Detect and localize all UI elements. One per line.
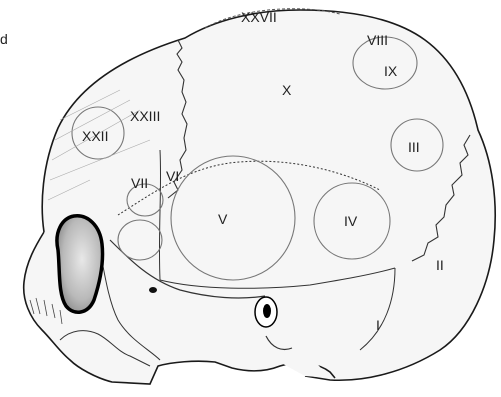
orbit (57, 216, 103, 312)
label-viii: VIII (367, 32, 388, 48)
label-xxii: XXII (82, 128, 108, 144)
label-vi: VI (166, 168, 179, 184)
label-xxvii: XXVII (241, 9, 277, 25)
label-i: I (376, 317, 380, 333)
label-v: V (218, 211, 228, 227)
label-iv: IV (344, 213, 358, 229)
label-xxiii: XXIII (130, 108, 160, 124)
label-ii: II (436, 257, 444, 273)
ear-canal (255, 297, 277, 327)
label-vii: VII (131, 175, 148, 191)
foramen-spot (149, 287, 157, 293)
label-x: X (282, 82, 292, 98)
corner-text: d (0, 31, 8, 47)
label-ix: IX (384, 63, 398, 79)
label-iii: III (408, 139, 420, 155)
